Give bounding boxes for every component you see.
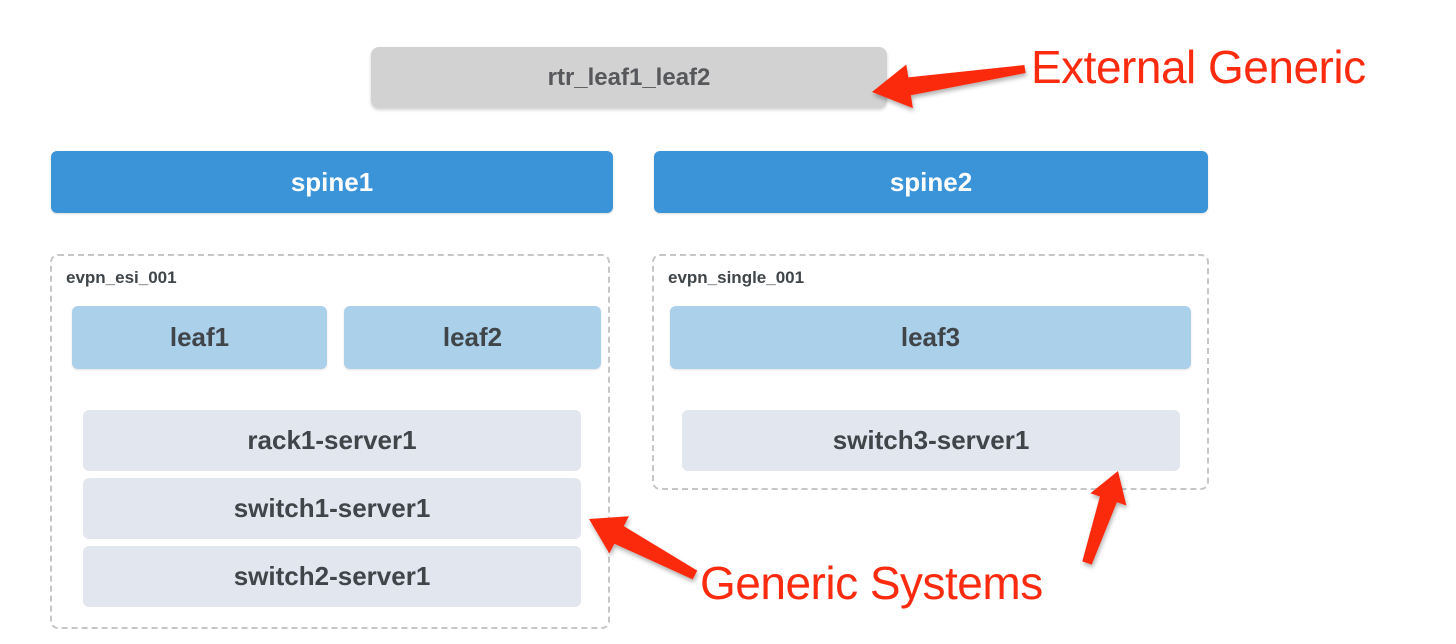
node-rtr-leaf1-leaf2[interactable]: rtr_leaf1_leaf2 bbox=[371, 47, 887, 108]
node-switch2-server1[interactable]: switch2-server1 bbox=[83, 546, 581, 607]
node-switch3-server1[interactable]: switch3-server1 bbox=[682, 410, 1180, 471]
group-evpn-esi-001-label: evpn_esi_001 bbox=[66, 268, 177, 287]
node-spine2[interactable]: spine2 bbox=[654, 151, 1208, 213]
node-spine1[interactable]: spine1 bbox=[51, 151, 613, 213]
node-rack1-server1[interactable]: rack1-server1 bbox=[83, 410, 581, 471]
annotation-external-generic: External Generic bbox=[1031, 41, 1366, 93]
annotation-generic-systems: Generic Systems bbox=[700, 557, 1043, 609]
external-generic-arrow bbox=[872, 64, 1026, 109]
node-switch1-server1[interactable]: switch1-server1 bbox=[83, 478, 581, 539]
group-evpn-esi-001: evpn_esi_001 leaf1 leaf2 rack1-server1 s… bbox=[50, 254, 610, 629]
node-leaf2[interactable]: leaf2 bbox=[344, 306, 601, 369]
node-leaf3[interactable]: leaf3 bbox=[670, 306, 1191, 369]
node-leaf1[interactable]: leaf1 bbox=[72, 306, 327, 369]
group-evpn-single-001: evpn_single_001 leaf3 switch3-server1 bbox=[652, 254, 1209, 490]
group-evpn-single-001-label: evpn_single_001 bbox=[668, 268, 805, 287]
